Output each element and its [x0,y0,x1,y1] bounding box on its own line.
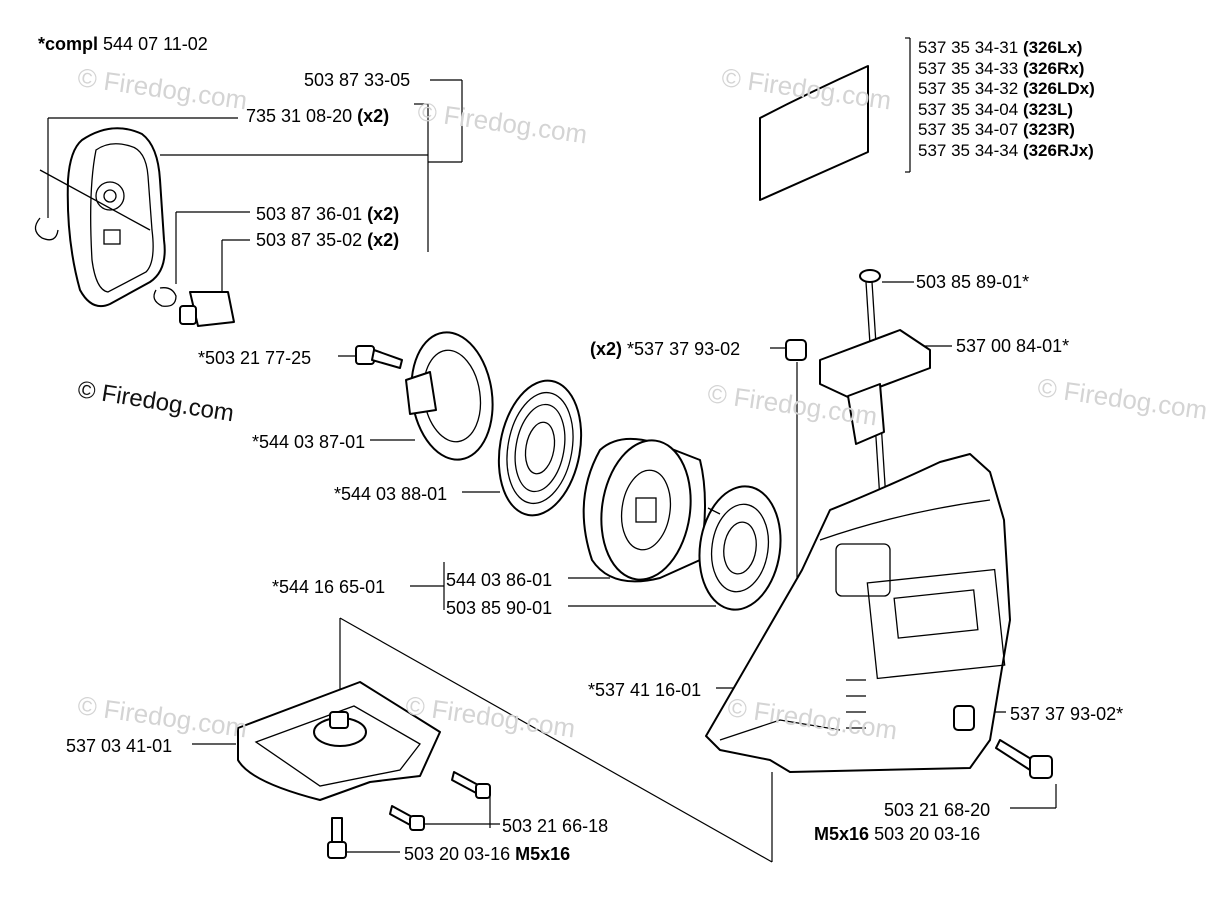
part-label-544166501: *544 16 65-01 [272,577,386,597]
variant-number: 537 35 34-32 [918,79,1019,98]
part-label-537411601: *537 41 16-01 [588,680,702,700]
part-size: M5x16 [814,824,870,844]
starter-handle-part [819,269,931,501]
variant-model: (326Rx) [1022,58,1085,78]
variant-row: 537 35 34-07 (323R) [918,120,1095,141]
part-number: 735 31 08-20 [246,106,353,126]
part-label-537008401: 537 00 84-01* [956,336,1070,356]
part-label-503873305: 503 87 33-05 [304,70,411,90]
part-label-503859001: 503 85 90-01 [446,598,553,618]
part-qty: (x2) [590,339,623,359]
variant-number: 537 35 34-31 [918,38,1019,57]
bushing-part-bottom [953,705,975,731]
part-label-537034101: 537 03 41-01 [66,736,173,756]
compl-label: *compl 544 07 11-02 [38,34,208,54]
part-size: M5x16 [515,844,571,864]
part-label-503873502: 503 87 35-02 (x2) [256,230,399,250]
compl-prefix: *compl [38,34,99,54]
recoil-spring-part [497,379,583,517]
variant-model: (323R) [1022,120,1075,139]
part-number: 503 20 03-16 [874,824,981,844]
variant-row: 537 35 34-04 (323L) [918,100,1095,121]
part-label-503200316-b: 503 20 03-16 M5x16 [404,844,570,864]
part-label-503200316-a: M5x16 503 20 03-16 [814,824,980,844]
part-label-544038801: *544 03 88-01 [334,484,448,504]
variant-row: 537 35 34-33 (326Rx) [918,59,1095,80]
variant-number: 537 35 34-04 [918,99,1019,119]
variant-number: 537 35 34-34 [918,140,1019,160]
compl-number: 544 07 11-02 [103,34,208,54]
starter-housing-part [705,453,1011,773]
part-qty: (x2) [367,204,400,224]
part-number: 503 87 35-02 [256,230,363,250]
part-label-537379302-top: (x2) *537 37 93-02 [590,339,740,359]
variant-number: 537 35 34-33 [918,58,1019,78]
part-label-544038701: *544 03 87-01 [252,432,366,452]
part-label-537379302-bottom: 537 37 93-02* [1010,704,1124,724]
bolt-part-2 [995,739,1053,779]
variant-model: (323L) [1022,99,1074,119]
variant-model: (326RJx) [1022,140,1094,160]
part-label-503216618: 503 21 66-18 [502,816,609,836]
part-label-503216820: 503 21 68-20 [884,800,991,820]
part-label-735310820: 735 31 08-20 (x2) [246,106,389,126]
bushing-part-top [785,339,807,361]
leader-lines [47,37,1057,863]
variant-list: 537 35 34-31 (326Lx) 537 35 34-33 (326Rx… [918,38,1095,161]
part-label-503858901: 503 85 89-01* [916,272,1030,292]
bracket-bolts [327,771,491,859]
mount-bracket-part [237,681,441,801]
part-qty: (x2) [367,230,400,250]
variant-model: (326Lx) [1022,38,1083,57]
recoil-cover-part [39,127,166,308]
part-number: *537 37 93-02 [627,339,741,359]
part-label-544038601: 544 03 86-01 [446,570,553,590]
variant-number: 537 35 34-07 [918,120,1019,139]
pawl-part [179,291,235,327]
sheet-part [759,65,869,201]
variant-row: 537 35 34-32 (326LDx) [918,79,1095,100]
spring-clip-part [153,287,177,307]
part-label-503217725: *503 21 77-25 [198,348,312,368]
variant-model: (326LDx) [1022,79,1095,98]
variant-row: 537 35 34-34 (326RJx) [918,141,1095,162]
drum-spring-part [698,485,782,611]
circlip-part [34,217,59,241]
variant-row: 537 35 34-31 (326Lx) [918,38,1095,59]
part-number: 503 20 03-16 [404,844,511,864]
starter-drum-part [582,437,706,583]
pulley-part [405,331,494,461]
part-qty: (x2) [357,106,390,126]
part-number: 503 87 36-01 [256,204,363,224]
exploded-view-drawing [34,37,1057,863]
part-label-503873601: 503 87 36-01 (x2) [256,204,399,224]
parts-diagram: © Firedog.com © Firedog.com © Firedog.co… [34,34,1209,864]
bolt-part-1 [355,345,403,369]
